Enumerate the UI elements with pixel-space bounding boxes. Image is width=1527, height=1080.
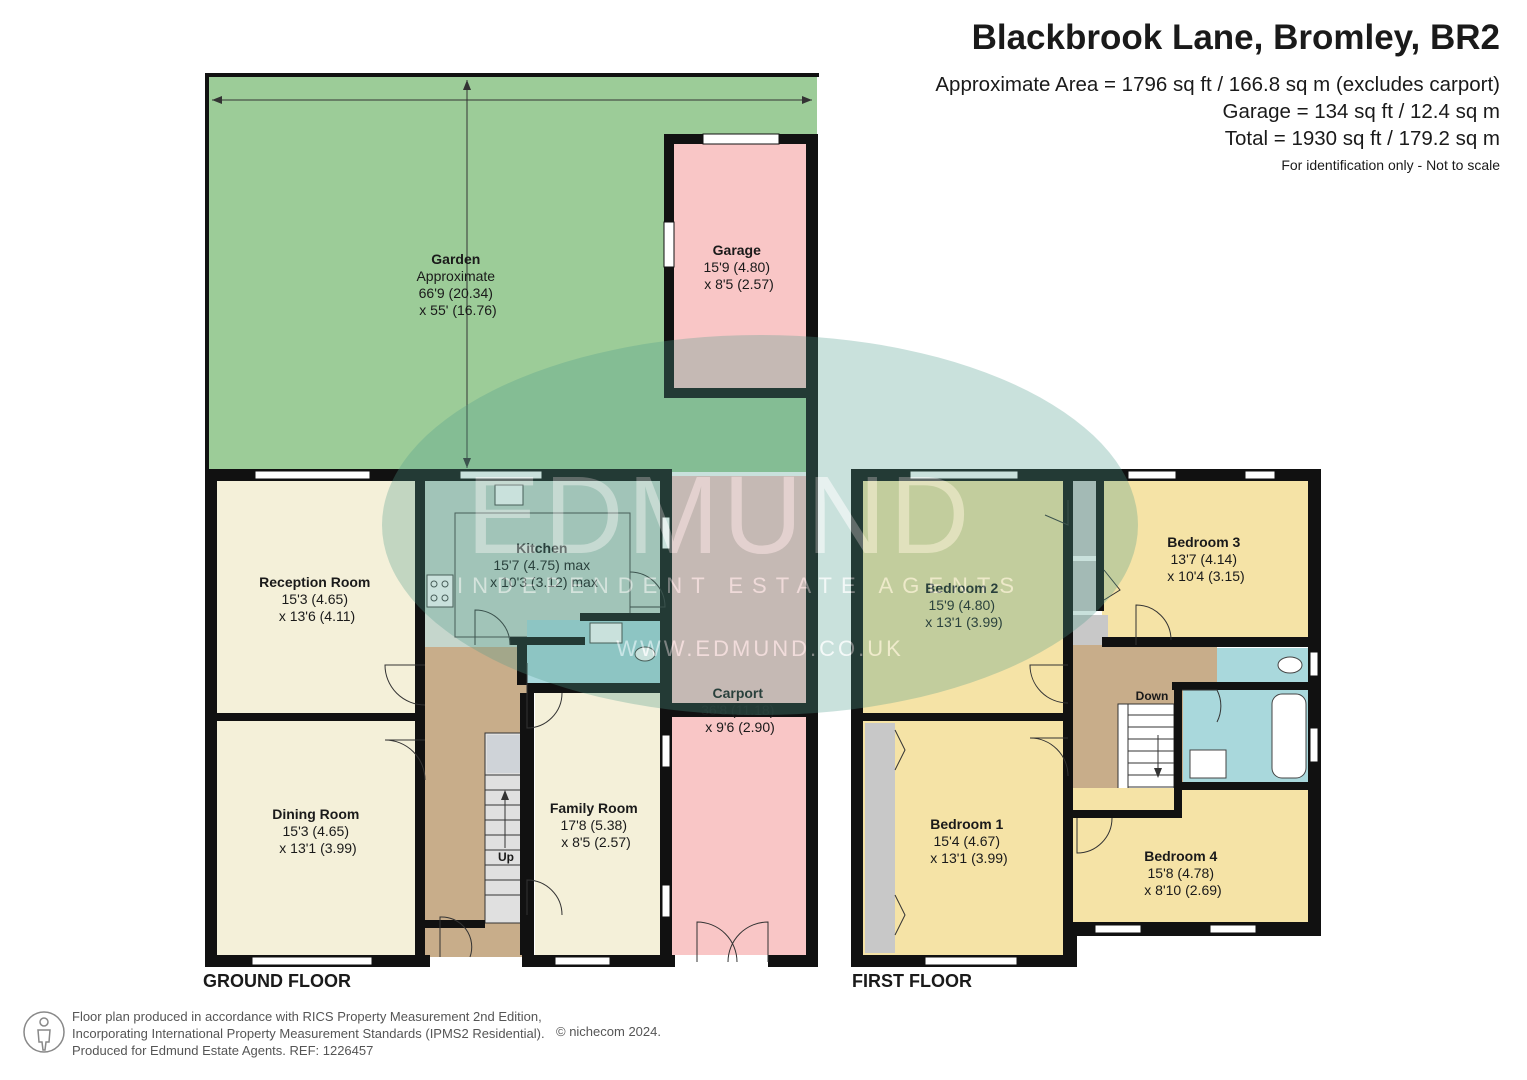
watermark-url: WWW.EDMUND.CO.UK [616,636,904,661]
ground-floor-label: GROUND FLOOR [203,971,351,991]
ground-floor-plan: Garden Approximate 66'9 (20.34) x 55' (1… [205,73,819,967]
carport-label: Carport 36'8 (11.18) x 9'6 (2.90) [701,685,779,735]
bedroom-1-label: Bedroom 1 15'4 (4.67) x 13'1 (3.99) [930,816,1008,866]
dining-room-area [217,721,417,955]
family-room-area [535,692,665,955]
garage-area: Garage = 134 sq ft / 12.4 sq m [1222,100,1500,123]
watermark-tagline: INDEPENDENT ESTATE AGENTS [457,573,1023,598]
stairs-up-label: Up [498,850,514,864]
footer-line-3: Produced for Edmund Estate Agents. REF: … [72,1043,374,1058]
reception-room-area [217,481,417,715]
bedroom-2-area [863,481,1063,715]
garden-label: Garden Approximate 66'9 (20.34) x 55' (1… [416,251,499,318]
bedroom-2-label: Bedroom 2 15'9 (4.80) x 13'1 (3.99) [925,580,1003,630]
scale-note: For identification only - Not to scale [1281,157,1500,173]
watermark: EDMUND INDEPENDENT ESTATE AGENTS WWW.EDM… [382,335,1138,715]
watermark-brand: EDMUND [467,454,974,577]
footer-line-1: Floor plan produced in accordance with R… [72,1009,542,1024]
garage-label: Garage 15'9 (4.80) x 8'5 (2.57) [704,242,775,292]
garage-area [670,140,810,392]
bedroom-1-area [863,721,1066,955]
footer-text: Floor plan produced in accordance with R… [72,1008,545,1059]
bedroom-4-label: Bedroom 4 15'8 (4.78) x 8'10 (2.69) [1144,848,1222,898]
footer-line-2: Incorporating International Property Mea… [72,1026,545,1041]
dining-room-label: Dining Room 15'3 (4.65) x 13'1 (3.99) [272,806,364,856]
bedroom-3-label: Bedroom 3 13'7 (4.14) x 10'4 (3.15) [1167,534,1245,584]
approximate-area: Approximate Area = 1796 sq ft / 166.8 sq… [935,73,1500,96]
copyright: © nichecom 2024. [556,1024,661,1039]
family-room-label: Family Room 17'8 (5.38) x 8'5 (2.57) [550,800,642,850]
measurement-standard-icon [23,1011,65,1053]
first-floor-label: FIRST FLOOR [852,971,972,991]
page-title: Blackbrook Lane, Bromley, BR2 [971,18,1500,57]
first-floor-plan: Bedroom 2 15'9 (4.80) x 13'1 (3.99) Bedr… [851,469,1321,967]
stairs-down-label: Down [1136,689,1169,703]
kitchen-label: Kitchen 15'7 (4.75) max x 10'3 (3.12) ma… [490,540,598,590]
reception-room-label: Reception Room 15'3 (4.65) x 13'6 (4.11) [259,574,375,624]
watermark-ellipse [382,335,1138,715]
total-area: Total = 1930 sq ft / 179.2 sq m [1224,127,1500,150]
